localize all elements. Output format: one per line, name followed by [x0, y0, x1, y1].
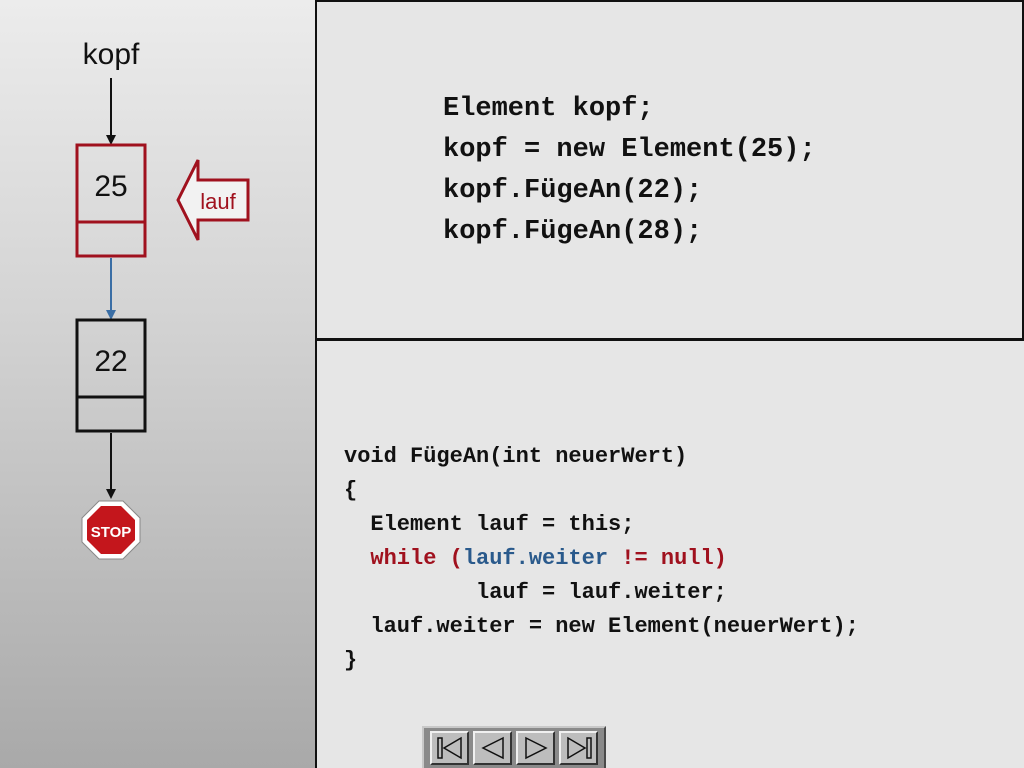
- node-value: 22: [94, 345, 127, 378]
- lauf-pointer: lauf: [176, 159, 250, 241]
- while-line: while (lauf.weiter != null): [344, 542, 859, 576]
- previous-slide-button[interactable]: [473, 731, 512, 765]
- loop-body-line: lauf = lauf.weiter;: [344, 580, 727, 605]
- last-slide-icon: [566, 736, 592, 760]
- close-brace: }: [344, 648, 358, 673]
- slide-navigation-bar: [422, 726, 606, 768]
- while-operator: != null): [608, 546, 727, 571]
- code-line: kopf = new Element(25);: [443, 135, 816, 165]
- first-slide-button[interactable]: [430, 731, 469, 765]
- append-line: lauf.weiter = new Element(neuerWert);: [344, 614, 859, 639]
- previous-slide-icon: [480, 736, 504, 760]
- panel-divider: [317, 339, 1024, 341]
- next-slide-button[interactable]: [516, 731, 555, 765]
- while-condition: lauf.weiter: [462, 546, 609, 571]
- method-signature: void FügeAn(int neuerWert): [344, 444, 688, 469]
- list-node-2: 22: [75, 318, 147, 433]
- main-code-block: Element kopf; kopf = new Element(25); kopf…: [443, 89, 816, 253]
- code-panel: Element kopf; kopf = new Element(25); kopf…: [315, 0, 1024, 768]
- next-slide-icon: [524, 736, 548, 760]
- indent: [344, 546, 370, 571]
- pointer-label: lauf: [200, 189, 236, 214]
- method-code-block: void FügeAn(int neuerWert) { Element lauf…: [344, 440, 859, 678]
- open-brace: {: [344, 478, 358, 503]
- code-line: kopf.FügeAn(28);: [443, 217, 703, 247]
- code-line: kopf.FügeAn(22);: [443, 176, 703, 206]
- last-slide-button[interactable]: [559, 731, 598, 765]
- stop-sign-text: STOP: [91, 524, 132, 541]
- left-arrow-icon: [176, 159, 250, 241]
- first-slide-icon: [436, 736, 462, 760]
- while-keyword: while (: [370, 546, 463, 571]
- head-label: kopf: [83, 38, 140, 71]
- stop-sign-icon: STOP: [81, 500, 141, 560]
- list-node-1: 25: [75, 143, 147, 258]
- code-line: Element lauf = this;: [344, 512, 635, 537]
- linked-list-diagram: kopf 25 22 lauf STOP: [75, 38, 250, 560]
- code-line: Element kopf;: [443, 94, 654, 124]
- diagram-panel: kopf 25 22 lauf STOP: [0, 0, 315, 768]
- node-value: 25: [94, 170, 127, 203]
